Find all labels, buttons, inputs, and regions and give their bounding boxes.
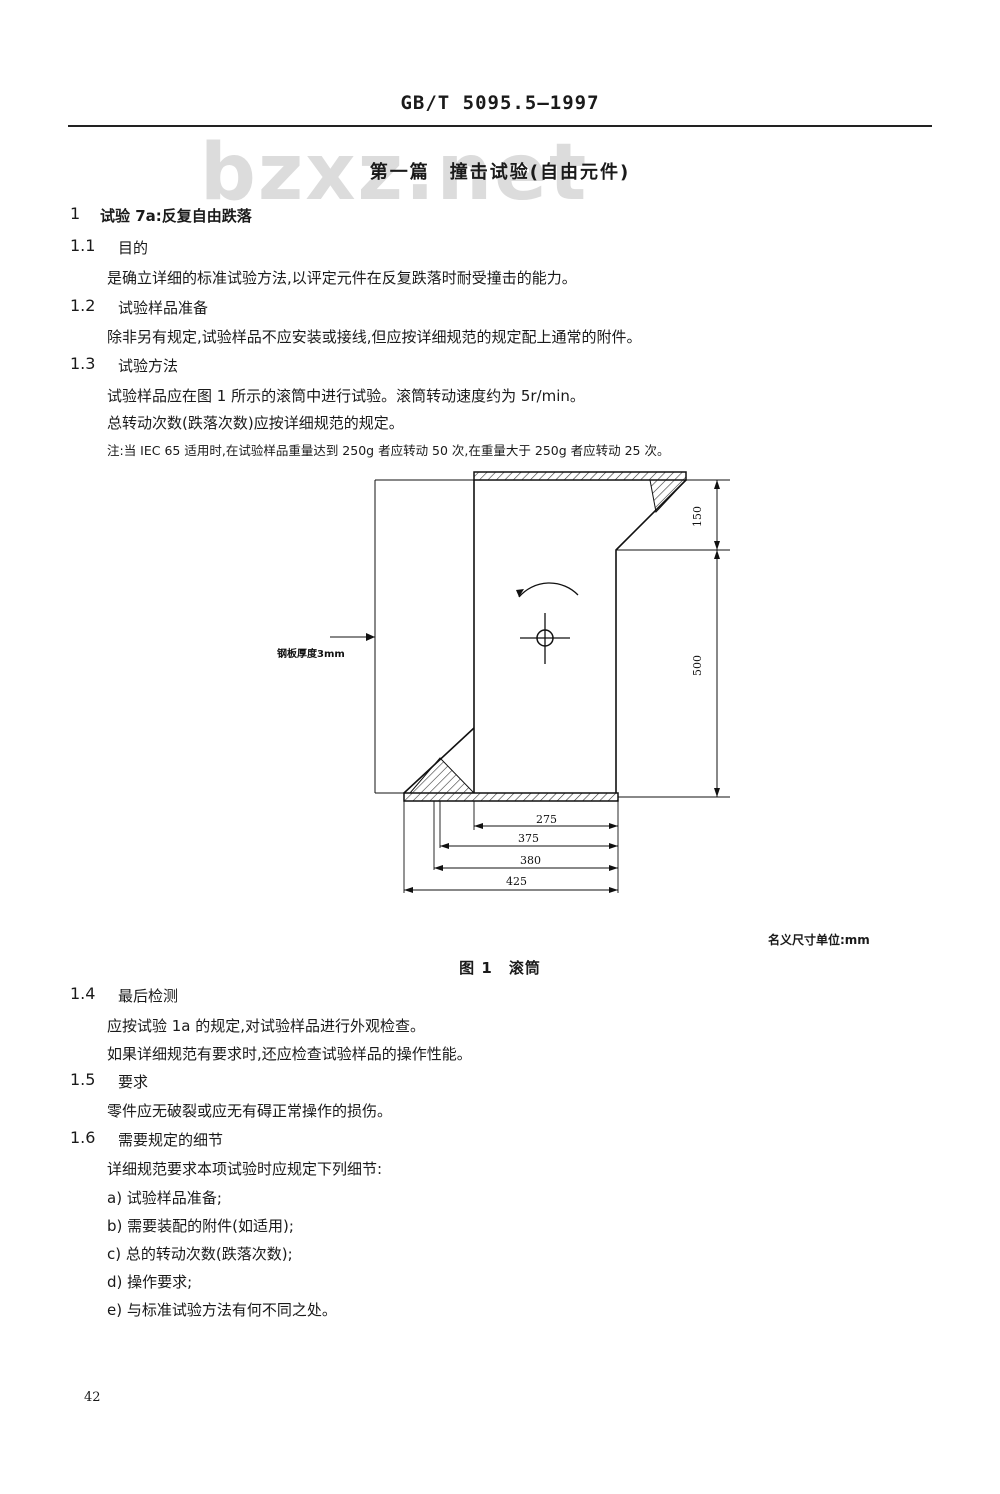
list-item: d) 操作要求; — [107, 1273, 193, 1291]
section-1-4-body-1: 应按试验 1a 的规定,对试验样品进行外观检查。 — [107, 1017, 426, 1035]
section-1-1-body: 是确立详细的标准试验方法,以评定元件在反复跌落时耐受撞击的能力。 — [107, 269, 577, 287]
standard-number: GB/T 5095.5—1997 — [400, 92, 600, 114]
top-plate — [473, 471, 687, 481]
section-1-3-title: 试验方法 — [118, 357, 179, 375]
section-1-5-body: 零件应无破裂或应无有碍正常操作的损伤。 — [107, 1102, 393, 1120]
section-1-6-number: 1.6 — [70, 1128, 96, 1147]
part-title: 第一篇 撞击试验(自由元件) — [369, 162, 631, 183]
section-1-number: 1 — [70, 204, 81, 223]
drum-right-wall — [615, 479, 687, 793]
dim-275-label: 275 — [536, 813, 557, 826]
page-number: 42 — [84, 1390, 101, 1405]
section-1-4-number: 1.4 — [70, 984, 96, 1003]
section-1-3-note: 注:当 IEC 65 适用时,在试验样品重量达到 250g 者应转动 50 次,… — [107, 443, 670, 458]
section-1-3-body-1: 试验样品应在图 1 所示的滚筒中进行试验。滚筒转动速度约为 5r/min。 — [107, 387, 585, 405]
rotation-arrowhead — [516, 589, 524, 597]
list-item: b) 需要装配的附件(如适用); — [107, 1217, 294, 1235]
section-1-title: 试验 7a:反复自由跌落 — [100, 207, 252, 225]
dim-500-label: 500 — [691, 655, 704, 676]
unit-note: 名义尺寸单位:mm — [768, 933, 870, 947]
dim-425-label: 425 — [506, 875, 527, 888]
header-rule — [68, 125, 932, 127]
section-1-2-title: 试验样品准备 — [118, 299, 209, 317]
list-item: c) 总的转动次数(跌落次数); — [107, 1245, 293, 1263]
section-1-3-body-2: 总转动次数(跌落次数)应按详细规范的规定。 — [107, 414, 404, 432]
top-weld — [649, 479, 688, 514]
bottom-weld — [408, 757, 476, 794]
section-1-3-number: 1.3 — [70, 354, 96, 373]
rotation-arrow — [518, 582, 579, 598]
list-item: e) 与标准试验方法有何不同之处。 — [107, 1301, 337, 1319]
list-item: a) 试验样品准备; — [107, 1189, 222, 1207]
dim-375-label: 375 — [518, 832, 539, 845]
section-1-1-title: 目的 — [118, 239, 149, 257]
section-1-6-body: 详细规范要求本项试验时应规定下列细节: — [107, 1160, 383, 1178]
section-1-2-number: 1.2 — [70, 296, 96, 315]
section-1-4-title: 最后检测 — [118, 987, 179, 1005]
dim-380-label: 380 — [520, 854, 541, 867]
section-1-5-number: 1.5 — [70, 1070, 96, 1089]
section-1-2-body: 除非另有规定,试验样品不应安装或接线,但应按详细规范的规定配上通常的附件。 — [107, 328, 642, 346]
section-1-6-title: 需要规定的细节 — [118, 1131, 224, 1149]
section-1-1-number: 1.1 — [70, 236, 96, 255]
bottom-plate — [403, 792, 619, 802]
dim-150-label: 150 — [691, 506, 704, 527]
steel-thickness-label: 钢板厚度3mm — [277, 647, 345, 660]
section-1-4-body-2: 如果详细规范有要求时,还应检查试验样品的操作性能。 — [107, 1045, 472, 1063]
section-1-5-title: 要求 — [118, 1073, 149, 1091]
leader-arrowhead — [366, 633, 375, 641]
figure-caption: 图 1 滚筒 — [459, 959, 541, 977]
watermark: bzxz.net — [200, 128, 589, 218]
